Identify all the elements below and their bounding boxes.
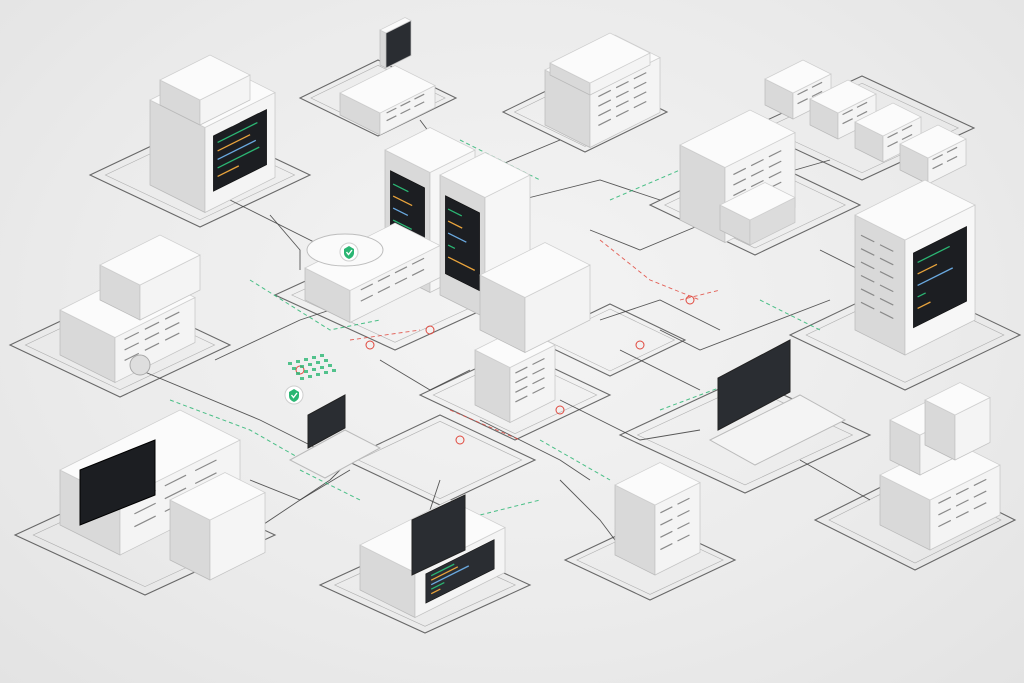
network-link (800, 460, 870, 500)
device-platform-inner (358, 421, 521, 498)
device-platform (345, 415, 535, 505)
link-marker (426, 326, 434, 334)
data-packet-grid (288, 354, 336, 380)
network-link (215, 320, 300, 360)
device-storage-array (880, 383, 1000, 551)
shield-check-icon (285, 386, 303, 404)
link-marker (556, 406, 564, 414)
network-link (590, 225, 700, 250)
network-link (540, 440, 610, 480)
device-server-stack (150, 55, 275, 213)
device-laptop (710, 340, 845, 465)
device-laptop (290, 395, 380, 478)
network-link (480, 420, 590, 480)
device-dial (130, 355, 150, 375)
network-link (350, 330, 420, 340)
device-workstation (340, 18, 435, 136)
device-pos-terminal (360, 495, 505, 618)
link-marker (456, 436, 464, 444)
shield-check-icon (340, 243, 358, 261)
link-marker (636, 341, 644, 349)
network-link (500, 140, 560, 165)
link-marker (366, 341, 374, 349)
device-monitor-station (60, 235, 200, 383)
device-lab-equipment (680, 110, 795, 245)
network-link (600, 300, 720, 330)
device-side (380, 30, 386, 68)
device-printer (545, 33, 660, 148)
device-layer (60, 18, 1000, 618)
network-link (520, 180, 660, 200)
network-link (560, 400, 700, 440)
device-industrial-unit (60, 410, 265, 580)
network-link (820, 250, 860, 270)
network-link (600, 240, 700, 300)
device-tower-server (855, 180, 975, 355)
network-link (380, 360, 470, 390)
network-link (620, 350, 700, 390)
laptop-base (290, 430, 380, 478)
device-network-node (475, 243, 590, 423)
device-router-hub (305, 223, 440, 323)
network-link (270, 215, 300, 270)
device-tower-pc (615, 463, 700, 576)
